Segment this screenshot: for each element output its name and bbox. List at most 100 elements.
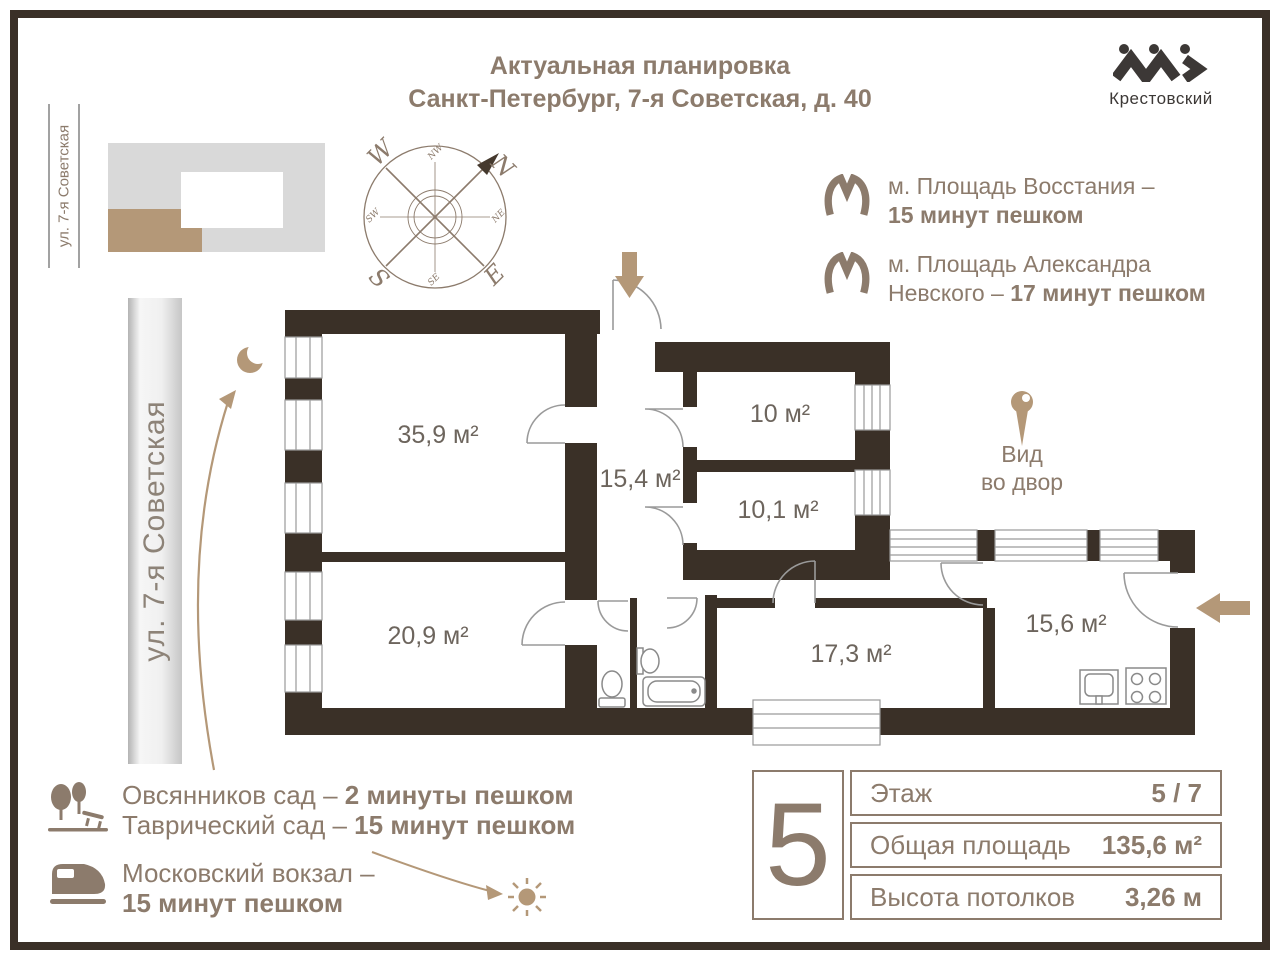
park2-name: Таврический сад – — [122, 810, 355, 840]
view-label-line2: во двор — [981, 469, 1063, 495]
balcony-window — [752, 699, 881, 746]
spec-table: 5 Этаж 5 / 7 Общая площадь 135,6 м² Высо… — [752, 770, 1222, 920]
metro-icon — [824, 174, 870, 216]
spec-row-floor: Этаж 5 / 7 — [850, 770, 1222, 816]
door — [526, 404, 566, 444]
spec-label: Общая площадь — [870, 829, 1071, 860]
moon-path-arrow — [196, 401, 230, 771]
kitchen-entry-door — [1123, 572, 1179, 628]
view-label-line1: Вид — [1001, 441, 1043, 467]
room-area-label: 15,4 м² — [599, 465, 680, 493]
spec-value: 135,6 м² — [1101, 829, 1202, 860]
room-area-label: 20,9 м² — [387, 622, 468, 650]
door — [521, 601, 566, 646]
sun-path-arrow — [371, 851, 491, 892]
compass-n: N — [485, 148, 521, 184]
station-time: 15 минут пешком — [122, 888, 344, 918]
compass-s: S — [363, 262, 394, 293]
bath-sink — [636, 647, 660, 675]
metro2-time: 17 минут пешком — [1010, 280, 1206, 306]
page-title: Актуальная планировка Санкт-Петербург, 7… — [0, 50, 1280, 116]
room-area-label: 10 м² — [750, 400, 810, 428]
park1-name: Овсянников сад – — [122, 780, 345, 810]
room-area-label: 10,1 м² — [737, 496, 818, 524]
railway-row: Московский вокзал – 15 минут пешком — [46, 858, 575, 918]
spec-row-ceiling: Высота потолков 3,26 м — [850, 874, 1222, 920]
logo-zigzag-icon — [1111, 44, 1208, 88]
metro1-name: м. Площадь Восстания – — [888, 173, 1155, 199]
sun-icon — [508, 878, 546, 916]
pin-icon — [1011, 391, 1033, 413]
window — [284, 336, 323, 379]
metro1-time: 15 минут пешком — [888, 202, 1084, 228]
compass-se: SE — [426, 272, 442, 288]
metro-row-vosstaniya: м. Площадь Восстания – 15 минут пешком — [824, 172, 1206, 230]
floorplan-walls — [285, 310, 1195, 735]
courtyard-view: Вид во двор — [981, 391, 1063, 495]
floor-number-big: 5 — [752, 770, 844, 920]
compass-e: E — [478, 258, 511, 291]
compass-nw: NW — [426, 142, 446, 162]
mini-map-courtyard — [181, 172, 283, 228]
train-icon — [50, 864, 106, 904]
entry-door — [612, 279, 662, 330]
room-area-label: 35,9 м² — [397, 421, 478, 449]
kitchen-sink — [1079, 669, 1119, 705]
metro-row-nevskogo: м. Площадь Александра Невского – 17 мину… — [824, 250, 1206, 308]
spec-value: 5 / 7 — [1151, 777, 1202, 808]
window — [889, 529, 978, 562]
room-area-label: 17,3 м² — [810, 640, 891, 668]
door — [644, 408, 684, 448]
title-line1: Актуальная планировка — [489, 52, 791, 80]
metro2-name: м. Площадь Александра — [888, 251, 1151, 277]
metro2-name2: Невского – — [888, 280, 1011, 306]
entry-arrow-right — [1196, 593, 1250, 623]
metro-info: м. Площадь Восстания – 15 минут пешком м… — [824, 172, 1206, 328]
parks-row: Овсянников сад – 2 минуты пешком Тавриче… — [46, 780, 575, 840]
mini-map — [108, 143, 325, 252]
window — [1099, 529, 1159, 562]
door — [940, 562, 984, 606]
spec-row-area: Общая площадь 135,6 м² — [850, 822, 1222, 868]
compass-sw: SW — [364, 207, 383, 226]
toilet — [598, 670, 626, 708]
amenities-info: Овсянников сад – 2 минуты пешком Тавриче… — [46, 780, 575, 936]
bath-door — [666, 597, 698, 629]
park2-time: 15 минут пешком — [354, 810, 576, 840]
park1-time: 2 минуты пешком — [344, 780, 574, 810]
compass-w: W — [362, 132, 401, 171]
moon-icon — [237, 342, 269, 373]
metro-icon — [824, 252, 870, 294]
entry-arrow-top — [615, 252, 644, 298]
room-area-label: 15,6 м² — [1025, 610, 1106, 638]
logo-label: Крестовский — [1109, 89, 1213, 108]
spec-label: Высота потолков — [870, 881, 1076, 912]
bathtub — [642, 676, 706, 707]
window — [284, 399, 323, 451]
compass-rose: N W S E NW NE SE SW — [362, 132, 521, 293]
window — [284, 482, 323, 534]
spec-value: 3,26 м — [1124, 881, 1202, 912]
fixtures — [598, 647, 1167, 708]
window — [284, 571, 323, 621]
title-line2: Санкт-Петербург, 7-я Советская, д. 40 — [408, 85, 872, 113]
doors — [521, 279, 1179, 646]
wc-door — [597, 600, 629, 632]
developer-logo: Крестовский — [1086, 42, 1236, 109]
windows — [284, 336, 1159, 746]
entry-arrows — [615, 252, 1250, 623]
compass-north-arrow — [477, 153, 499, 175]
spec-label: Этаж — [870, 777, 933, 808]
street-band: ул. 7-я Советская — [128, 298, 182, 764]
window — [854, 384, 891, 431]
light-annotations — [196, 342, 546, 916]
window — [854, 469, 891, 516]
room-labels: 35,9 м² 20,9 м² 15,4 м² 10 м² 10,1 м² 17… — [387, 400, 1106, 668]
door — [772, 560, 816, 604]
street-label-small: ул. 7-я Советская — [48, 104, 80, 268]
window — [994, 529, 1088, 562]
park-icon — [48, 782, 108, 832]
station-name: Московский вокзал – — [122, 858, 375, 888]
